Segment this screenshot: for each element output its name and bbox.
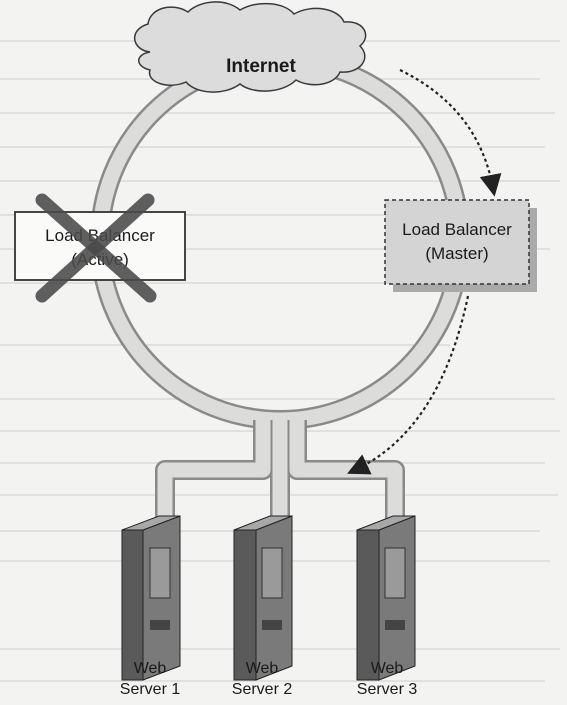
server-2-label-line2: Server 2 — [231, 681, 293, 698]
lb-active-line1: Load Balancer — [45, 226, 155, 245]
background-text-line — [0, 344, 450, 346]
load-balancer-master-box — [384, 199, 530, 285]
background-text-line — [0, 248, 550, 250]
web-server-3-icon — [356, 515, 416, 681]
background-text-line — [0, 398, 555, 400]
lb-active-line2: (Active) — [71, 250, 129, 269]
background-text-line — [0, 680, 545, 682]
server-3-label-line2: Server 3 — [356, 681, 418, 698]
server-3-label-line1: Web — [370, 660, 404, 677]
server-2-label-line1: Web — [245, 660, 279, 677]
background-text-line — [0, 146, 545, 148]
background-text-line — [0, 214, 530, 216]
web-server-1-icon — [121, 515, 181, 681]
server-1-label-line2: Server 1 — [119, 681, 181, 698]
lb-master-line1: Load Balancer — [402, 220, 512, 239]
background-text-line — [0, 112, 555, 114]
lb-master-line2: (Master) — [425, 244, 489, 263]
server-1-label-line1: Web — [133, 660, 167, 677]
internet-label: Internet — [226, 56, 296, 77]
internet-cloud — [134, 1, 367, 93]
web-server-2-icon — [233, 515, 293, 681]
failover-arrow-servers — [347, 295, 470, 475]
background-text-line — [0, 282, 520, 284]
failover-arrow-internet — [399, 69, 502, 197]
background-text-line — [0, 180, 560, 182]
